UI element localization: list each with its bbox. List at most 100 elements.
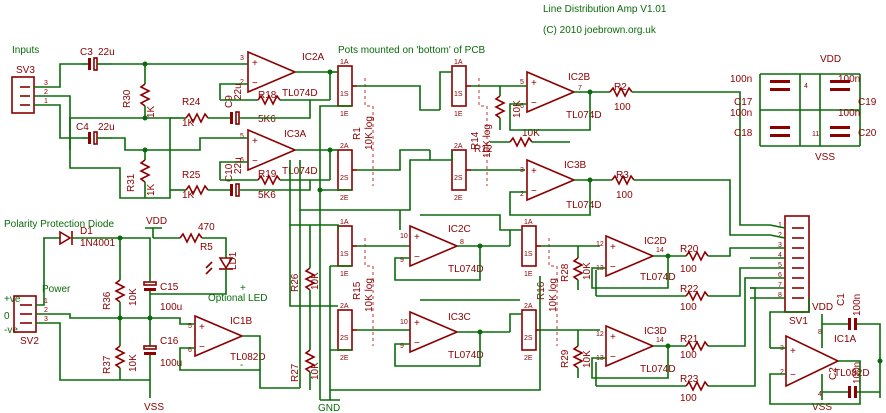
r15-pin-2e: 2E [340, 355, 349, 362]
sv1-pin2: 2 [778, 232, 782, 239]
opamp-ic1b: + − IC1B TL082D 5 6 [188, 314, 266, 363]
resistor-r27 [304, 349, 316, 373]
capacitor-c4: C4 22u [76, 122, 115, 145]
c16-label: C16 [160, 336, 179, 347]
r14-pin-2e: 2E [454, 195, 463, 202]
r12-value: 10K [522, 128, 540, 139]
r1-pin-2s: 2S [340, 175, 349, 182]
sv3-pin-3: 3 [44, 80, 48, 87]
svg-text:+: + [610, 242, 616, 253]
vss-pin11: 11 [812, 131, 819, 138]
c2-value: 100n [852, 362, 863, 384]
minus-sign: - [240, 360, 243, 371]
r15-pin-1s: 1S [340, 251, 349, 258]
r3-label: R3 [616, 170, 629, 181]
r15-pin-1e: 1E [340, 271, 349, 278]
ic2d-label: IC2D [644, 236, 667, 247]
ld1-label: LD1 [228, 251, 239, 270]
r29-value: 10K [582, 350, 593, 368]
r12-label: R12 [474, 144, 493, 155]
sv1-pin7: 7 [778, 282, 782, 289]
r21-label: R21 [680, 334, 699, 345]
resistor-r20 [685, 250, 709, 262]
r1-pin-2a: 2A [340, 143, 349, 150]
d1-label: D1 [80, 226, 93, 237]
d1-value: 1N4001 [80, 238, 115, 249]
resistor-r23 [685, 380, 709, 392]
svg-text:−: − [610, 262, 616, 273]
r31-value: 1K [146, 183, 157, 196]
r15-value: 10K log [364, 278, 375, 312]
ic2c-part: TL074D [448, 264, 484, 275]
r1-pin-1s: 1S [340, 91, 349, 98]
c19-top-value: 100n [838, 74, 860, 85]
r19-value: 5K6 [258, 190, 276, 201]
c2-label: C2 [828, 367, 839, 380]
r14-pin-1s: 1S [454, 91, 463, 98]
svg-text:+: + [252, 136, 258, 147]
sv1-pin6: 6 [778, 272, 782, 279]
opamp-ic2c: + − IC2C TL074D 10 9 8 [400, 224, 484, 275]
sv1-pin8: 8 [778, 292, 782, 299]
pot-r1: 1A 1S 1E 2A 2S 2E R1 10K log [337, 59, 375, 202]
ic2b-pin5: 5 [520, 79, 524, 86]
ic3c-pin9: 9 [400, 343, 404, 350]
resistor-r21 [685, 340, 709, 352]
ic3b-label: IC3B [564, 160, 587, 171]
sv2-pin1: 1 [44, 298, 48, 305]
svg-text:+: + [610, 332, 616, 343]
r14-label: R14 [470, 131, 481, 150]
ic2b-part: TL074D [566, 110, 602, 121]
c1-value: 100n [852, 294, 863, 316]
r20-label: R20 [680, 244, 699, 255]
vss-right-label: VSS [812, 402, 832, 413]
ic3a-label: IC3A [284, 129, 307, 140]
r18-label: R18 [258, 90, 277, 101]
svg-text:+: + [790, 346, 796, 357]
ic3a-pin6: 6 [240, 157, 244, 164]
r16-pin-1s: 1S [524, 251, 533, 258]
ic2c-pin10: 10 [400, 233, 408, 240]
r15-pin-2a: 2A [340, 303, 349, 310]
r24-value: 1K [182, 118, 195, 129]
copyright-text: (C) 2010 joebrown.org.uk [543, 25, 657, 36]
power-label: Power [42, 284, 71, 295]
r1-value: 10K log [364, 116, 375, 150]
svg-text:+: + [414, 232, 420, 243]
ic2d-part: TL074D [640, 272, 676, 283]
svg-text:+: + [531, 78, 537, 89]
r26-value: 10K [310, 272, 321, 290]
r14-pin-2s: 2S [454, 175, 463, 182]
c4-label: C4 [76, 122, 89, 133]
zero-label: 0 [4, 311, 10, 322]
svg-text:+: + [252, 58, 258, 69]
ic3c-part: TL074D [448, 350, 484, 361]
ic3b-pin3: 3 [520, 167, 524, 174]
resistor-r29 [572, 345, 584, 369]
r15-pin-2s: 2S [340, 335, 349, 342]
opamp-ic2b: + − IC2B TL074D 5 6 7 [520, 70, 602, 121]
r2-label: R2 [614, 82, 627, 93]
capacitor-c3: C3 22u [80, 47, 115, 71]
resistor-r19 [257, 174, 281, 186]
r22-value: 100 [680, 302, 697, 313]
c17-label: C17 [734, 97, 753, 108]
r28-value: 10K [582, 262, 593, 280]
sv1-pin1: 1 [778, 222, 782, 229]
plus-sign: + [240, 283, 246, 294]
c10-label: C10 [224, 163, 235, 182]
r37-label: R37 [102, 355, 113, 374]
r5-label: R5 [200, 242, 213, 253]
ic3c-label: IC3C [448, 312, 471, 323]
pot-r15: 1A 1S 1E 2A 2S 2E R15 10K log [337, 219, 375, 362]
vdd-left-label: VDD [146, 216, 167, 227]
pot-r14: 1A 1S 1E 2A 2S 2E R14 10K log [451, 59, 493, 202]
resistor-r37 [114, 345, 126, 369]
r26-label: R26 [290, 273, 301, 292]
resistor-r36 [114, 279, 126, 303]
c4-value: 22u [98, 122, 115, 133]
r36-label: R36 [102, 291, 113, 310]
svg-text:+: + [531, 166, 537, 177]
